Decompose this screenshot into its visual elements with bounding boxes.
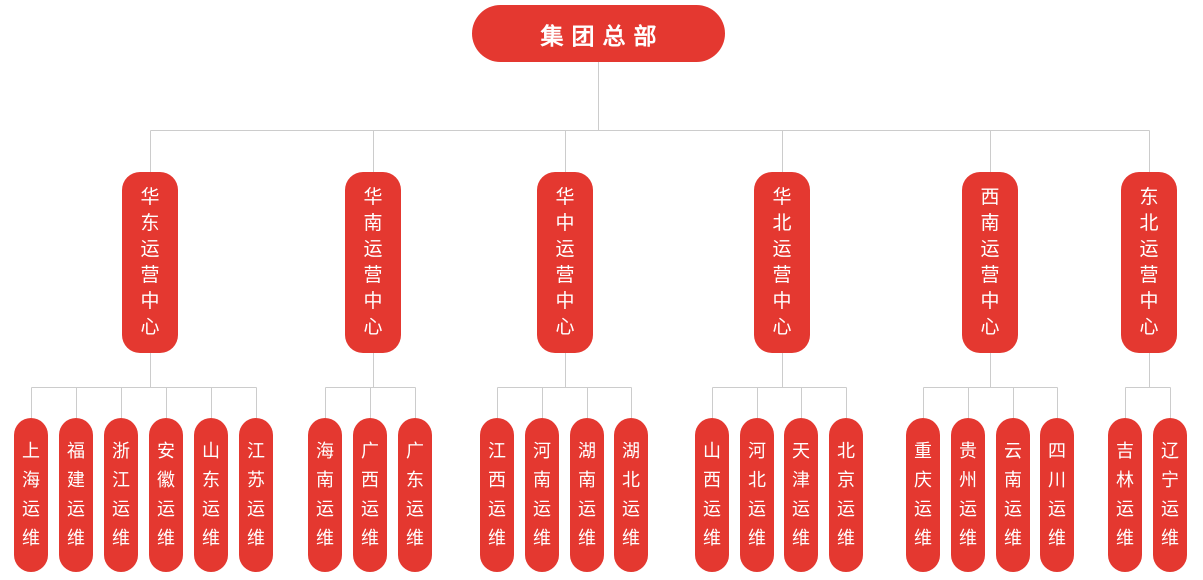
connector-northeast-group xyxy=(1125,353,1171,418)
node-label: 上海运维 xyxy=(22,441,40,548)
connector-southwest-group xyxy=(923,353,1058,418)
node-south-china-center[interactable]: 华南运营中心 xyxy=(345,172,401,353)
node-hebei-om[interactable]: 河北运维 xyxy=(740,418,774,572)
node-label: 天津运维 xyxy=(792,441,810,548)
node-liaoning-om[interactable]: 辽宁运维 xyxy=(1153,418,1187,572)
node-fujian-om[interactable]: 福建运维 xyxy=(59,418,93,572)
node-label: 河南运维 xyxy=(533,441,551,548)
node-label: 华东运营中心 xyxy=(140,186,160,338)
node-label: 江西运维 xyxy=(488,441,506,548)
node-shandong-om[interactable]: 山东运维 xyxy=(194,418,228,572)
node-hunan-om[interactable]: 湖南运维 xyxy=(570,418,604,572)
node-label: 华北运营中心 xyxy=(772,186,792,338)
node-chongqing-om[interactable]: 重庆运维 xyxy=(906,418,940,572)
node-label: 北京运维 xyxy=(837,441,855,548)
node-label: 东北运营中心 xyxy=(1139,186,1159,338)
node-guangxi-om[interactable]: 广西运维 xyxy=(353,418,387,572)
node-label: 贵州运维 xyxy=(959,441,977,548)
node-label: 山东运维 xyxy=(202,441,220,548)
node-label: 江苏运维 xyxy=(247,441,265,548)
connector-north-china-group xyxy=(712,353,847,418)
connector-east-china-group xyxy=(31,353,257,418)
node-label: 重庆运维 xyxy=(914,441,932,548)
node-label: 浙江运维 xyxy=(112,441,130,548)
node-label: 福建运维 xyxy=(67,441,85,548)
node-label: 云南运维 xyxy=(1004,441,1022,548)
node-label: 华中运营中心 xyxy=(555,186,575,338)
node-group-headquarters[interactable]: 集团总部 xyxy=(472,5,725,62)
node-northeast-center[interactable]: 东北运营中心 xyxy=(1121,172,1177,353)
connector-root-to-branches xyxy=(150,62,1150,172)
node-tianjin-om[interactable]: 天津运维 xyxy=(784,418,818,572)
node-label: 河北运维 xyxy=(748,441,766,548)
node-shanghai-om[interactable]: 上海运维 xyxy=(14,418,48,572)
node-guangdong-om[interactable]: 广东运维 xyxy=(398,418,432,572)
node-southwest-center[interactable]: 西南运营中心 xyxy=(962,172,1018,353)
node-guizhou-om[interactable]: 贵州运维 xyxy=(951,418,985,572)
node-jiangsu-om[interactable]: 江苏运维 xyxy=(239,418,273,572)
node-label: 安徽运维 xyxy=(157,441,175,548)
node-label: 辽宁运维 xyxy=(1161,441,1179,548)
node-yunnan-om[interactable]: 云南运维 xyxy=(996,418,1030,572)
node-east-china-center[interactable]: 华东运营中心 xyxy=(122,172,178,353)
node-label: 广西运维 xyxy=(361,441,379,548)
node-anhui-om[interactable]: 安徽运维 xyxy=(149,418,183,572)
node-label: 集团总部 xyxy=(540,22,665,49)
node-jilin-om[interactable]: 吉林运维 xyxy=(1108,418,1142,572)
node-central-china-center[interactable]: 华中运营中心 xyxy=(537,172,593,353)
node-zhejiang-om[interactable]: 浙江运维 xyxy=(104,418,138,572)
node-label: 湖南运维 xyxy=(578,441,596,548)
node-label: 广东运维 xyxy=(406,441,424,548)
node-hainan-om[interactable]: 海南运维 xyxy=(308,418,342,572)
node-sichuan-om[interactable]: 四川运维 xyxy=(1040,418,1074,572)
node-north-china-center[interactable]: 华北运营中心 xyxy=(754,172,810,353)
node-shanxi-om[interactable]: 山西运维 xyxy=(695,418,729,572)
node-hubei-om[interactable]: 湖北运维 xyxy=(614,418,648,572)
node-label: 西南运营中心 xyxy=(980,186,1000,338)
node-label: 山西运维 xyxy=(703,441,721,548)
connector-central-china-group xyxy=(497,353,632,418)
node-label: 海南运维 xyxy=(316,441,334,548)
node-label: 湖北运维 xyxy=(622,441,640,548)
connector-south-china-group xyxy=(325,353,416,418)
node-label: 吉林运维 xyxy=(1116,441,1134,548)
node-label: 四川运维 xyxy=(1048,441,1066,548)
node-label: 华南运营中心 xyxy=(363,186,383,338)
node-beijing-om[interactable]: 北京运维 xyxy=(829,418,863,572)
node-henan-om[interactable]: 河南运维 xyxy=(525,418,559,572)
node-jiangxi-om[interactable]: 江西运维 xyxy=(480,418,514,572)
